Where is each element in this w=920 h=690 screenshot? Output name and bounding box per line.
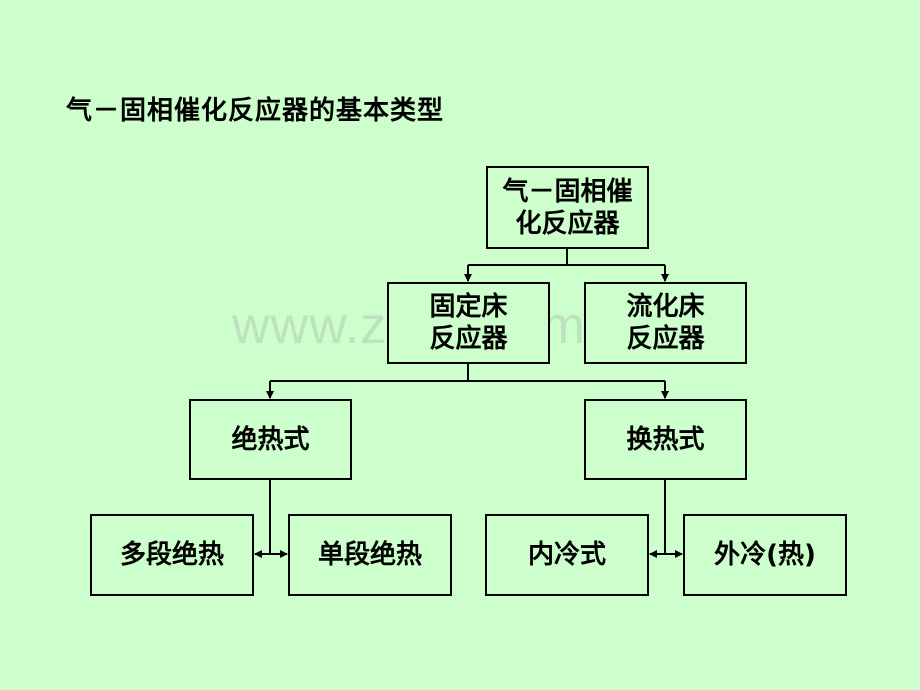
node-fixed-line1: 固定床 xyxy=(429,292,508,322)
node-heat-exchange: 换热式 xyxy=(584,399,747,480)
node-adiabatic: 绝热式 xyxy=(189,399,352,480)
node-root-line2: 化反应器 xyxy=(515,208,620,239)
node-fixed-bed: 固定床 反应器 xyxy=(387,282,550,364)
page-title: 气－固相催化反应器的基本类型 xyxy=(66,96,445,126)
node-multi-stage-adiabatic: 多段绝热 xyxy=(90,514,254,596)
node-single-stage-adiabatic: 单段绝热 xyxy=(288,514,452,596)
node-fluid-line2: 反应器 xyxy=(626,324,705,354)
node-external-cooling: 外冷(热) xyxy=(683,514,847,596)
node-fluidized-bed: 流化床 反应器 xyxy=(584,282,747,364)
node-fluid-line1: 流化床 xyxy=(626,292,705,322)
node-internal-cooling: 内冷式 xyxy=(485,514,649,596)
node-fixed-line2: 反应器 xyxy=(429,324,508,354)
node-root: 气－固相催 化反应器 xyxy=(486,166,649,249)
node-root-line1: 气－固相催 xyxy=(502,176,633,207)
